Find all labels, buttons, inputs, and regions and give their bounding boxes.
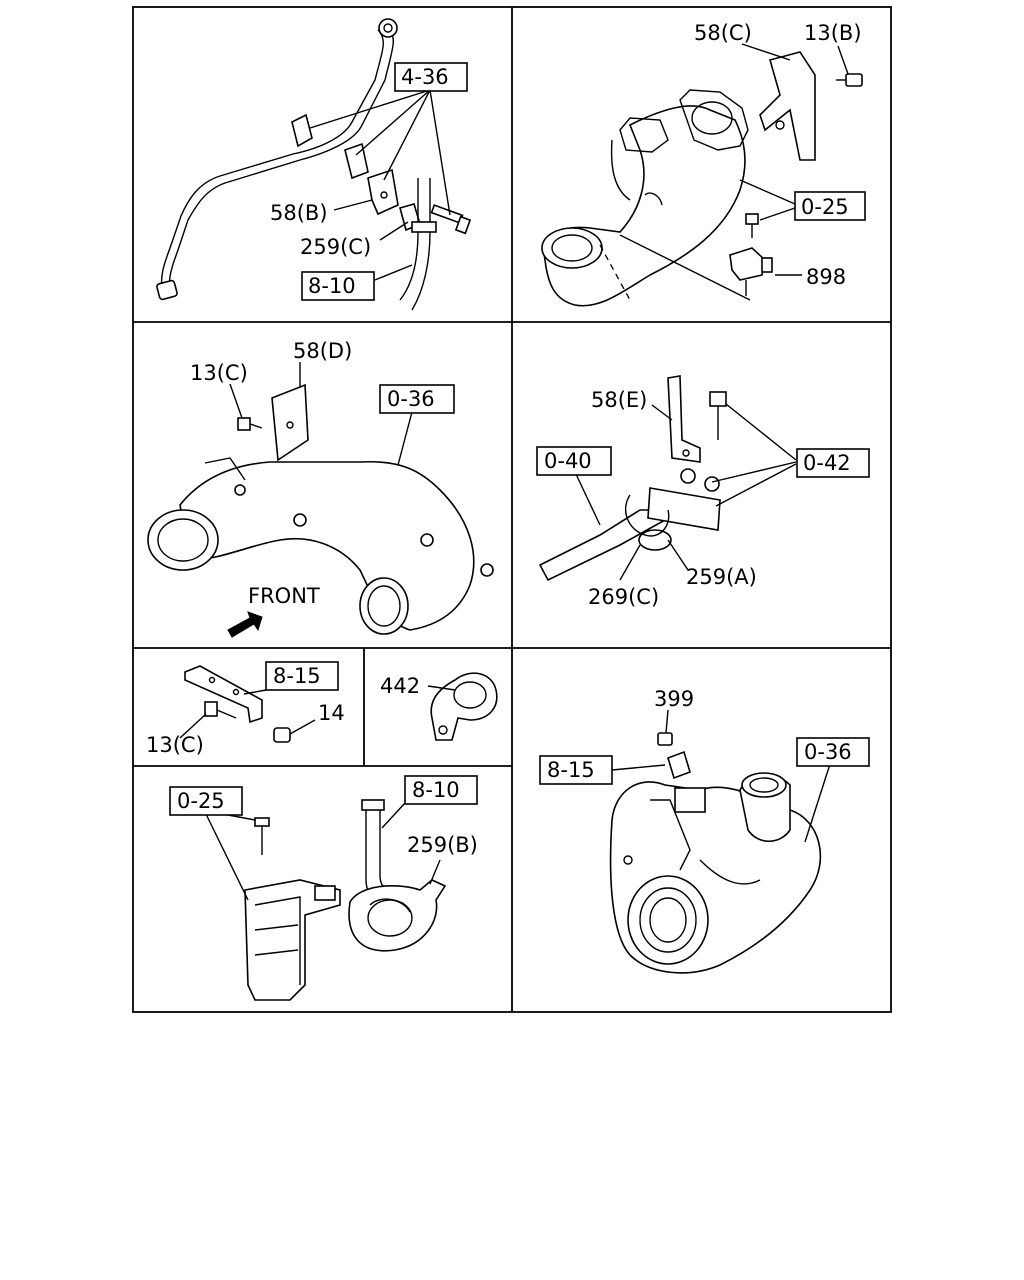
leaders: [611, 709, 831, 843]
pipe-assembly: [538, 468, 721, 582]
callout-259c: 259(C): [300, 235, 371, 259]
callout-259a: 259(A): [686, 565, 757, 589]
small-bolt: [836, 73, 863, 87]
bracket-upper: [759, 51, 816, 161]
callout-8-15-b: 8-15: [547, 758, 595, 782]
leaders: [619, 43, 849, 301]
panel-outlet-pipe: 58(D) 13(C) 0-36 FRONT: [147, 339, 494, 638]
leaders: [229, 362, 413, 466]
callout-13c: 13(C): [190, 361, 248, 385]
panel-pipe-clamps: 58(E) 0-40 0-42 269(C) 259(A): [536, 375, 870, 609]
callout-0-25: 0-25: [801, 195, 849, 219]
front-label: FRONT: [248, 584, 320, 608]
callout-58e: 58(E): [591, 388, 647, 412]
bolt: [204, 701, 237, 719]
callout-269c: 269(C): [588, 585, 659, 609]
leaders: [309, 89, 451, 281]
callout-898: 898: [806, 265, 846, 289]
bolt: [254, 817, 270, 855]
callout-4-36: 4-36: [401, 65, 449, 89]
callout-58d: 58(D): [293, 339, 352, 363]
callout-8-10: 8-10: [308, 274, 356, 298]
callout-58b: 58(B): [270, 201, 328, 225]
leaders: [179, 689, 316, 739]
callout-14: 14: [318, 701, 345, 725]
outlet-pipe: [147, 457, 494, 635]
pressure-sensor: [729, 247, 773, 296]
callout-0-40: 0-40: [544, 449, 592, 473]
callout-13b: 13(B): [804, 21, 862, 45]
callout-399: 399: [654, 687, 694, 711]
panel-hose-brackets: 4-36 58(B) 259(C) 8-10: [156, 18, 472, 311]
bracket: [667, 750, 691, 780]
bracket-58e: [667, 375, 701, 463]
clip-442: [430, 672, 498, 741]
callout-8-10-b: 8-10: [412, 778, 460, 802]
oil-pipe: [156, 18, 398, 301]
bracket-58d: [271, 383, 309, 462]
panel-turbocharger: 399 8-15 0-36: [539, 687, 870, 974]
intake-elbow: [541, 89, 749, 307]
callout-0-36-b: 0-36: [804, 740, 852, 764]
bolt-upper: [709, 391, 727, 440]
callout-259b: 259(B): [407, 833, 478, 857]
bolt: [430, 204, 472, 235]
bracket-plate: [184, 665, 263, 724]
panel-clip: 442: [380, 672, 498, 741]
callout-0-25-b: 0-25: [177, 789, 225, 813]
panel-sensor-hose: 0-25 8-10 259(B): [169, 775, 478, 1001]
callout-0-36: 0-36: [387, 387, 435, 411]
nut: [273, 727, 291, 743]
turbocharger: [609, 772, 822, 974]
diagram-grid: [132, 6, 892, 1013]
panel-intake-sensor: 58(C) 13(B) 0-25 898: [541, 21, 866, 307]
sensor-bolt: [745, 213, 759, 238]
leaders: [574, 403, 797, 581]
hose: [399, 178, 437, 311]
bolt-13c: [237, 417, 263, 431]
callout-0-42: 0-42: [803, 451, 851, 475]
callout-442: 442: [380, 674, 420, 698]
callout-8-15: 8-15: [273, 664, 321, 688]
front-arrow: [227, 611, 263, 638]
hose-clamp: [348, 799, 447, 952]
callout-58c: 58(C): [694, 21, 752, 45]
panel-small-bracket: 8-15 14 13(C): [146, 661, 345, 757]
air-flow-sensor: [244, 879, 341, 1001]
callout-13c-b: 13(C): [146, 733, 204, 757]
nut: [657, 732, 673, 746]
